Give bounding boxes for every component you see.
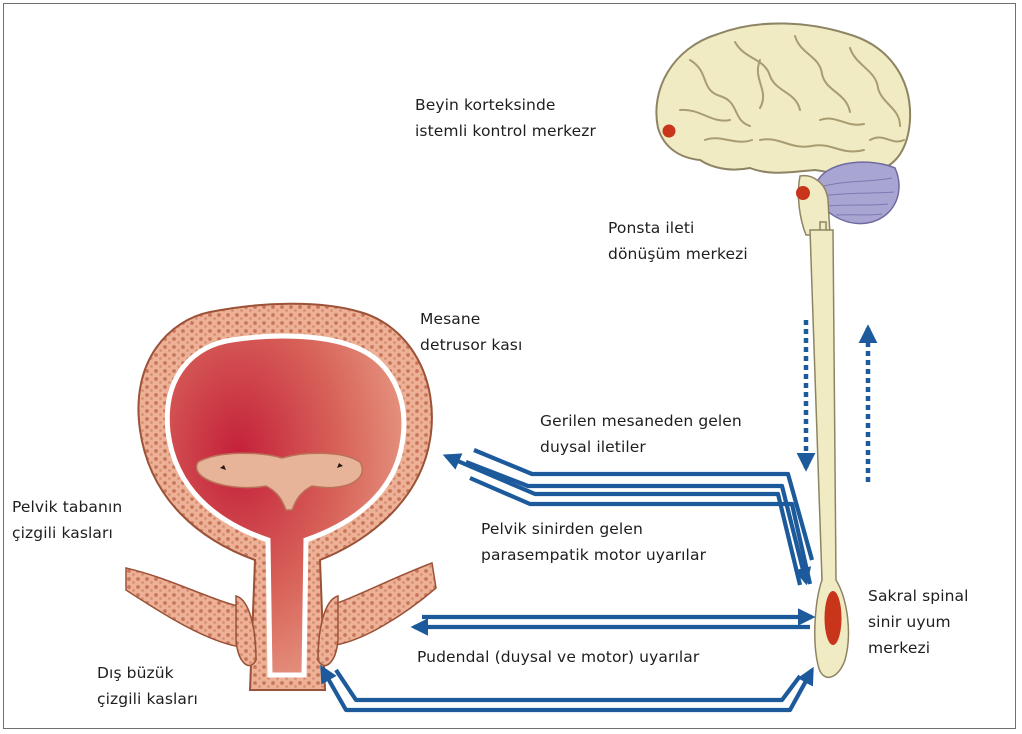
label-pudendal-signals: Pudendal (duysal ve motor) uyarılar	[417, 644, 699, 670]
pons-center-dot	[796, 186, 810, 200]
pelvic-floor-muscle-right	[326, 563, 436, 646]
sacral-center	[825, 591, 842, 645]
pelvic-floor-muscle-left	[126, 568, 248, 648]
pudendal-pathway-arrow	[414, 617, 812, 627]
brain	[656, 23, 910, 235]
sphincter-pathway-arrow	[322, 668, 812, 710]
bladder	[138, 304, 431, 690]
brain-cerebrum	[656, 23, 910, 174]
cortex-center-dot	[663, 125, 676, 138]
